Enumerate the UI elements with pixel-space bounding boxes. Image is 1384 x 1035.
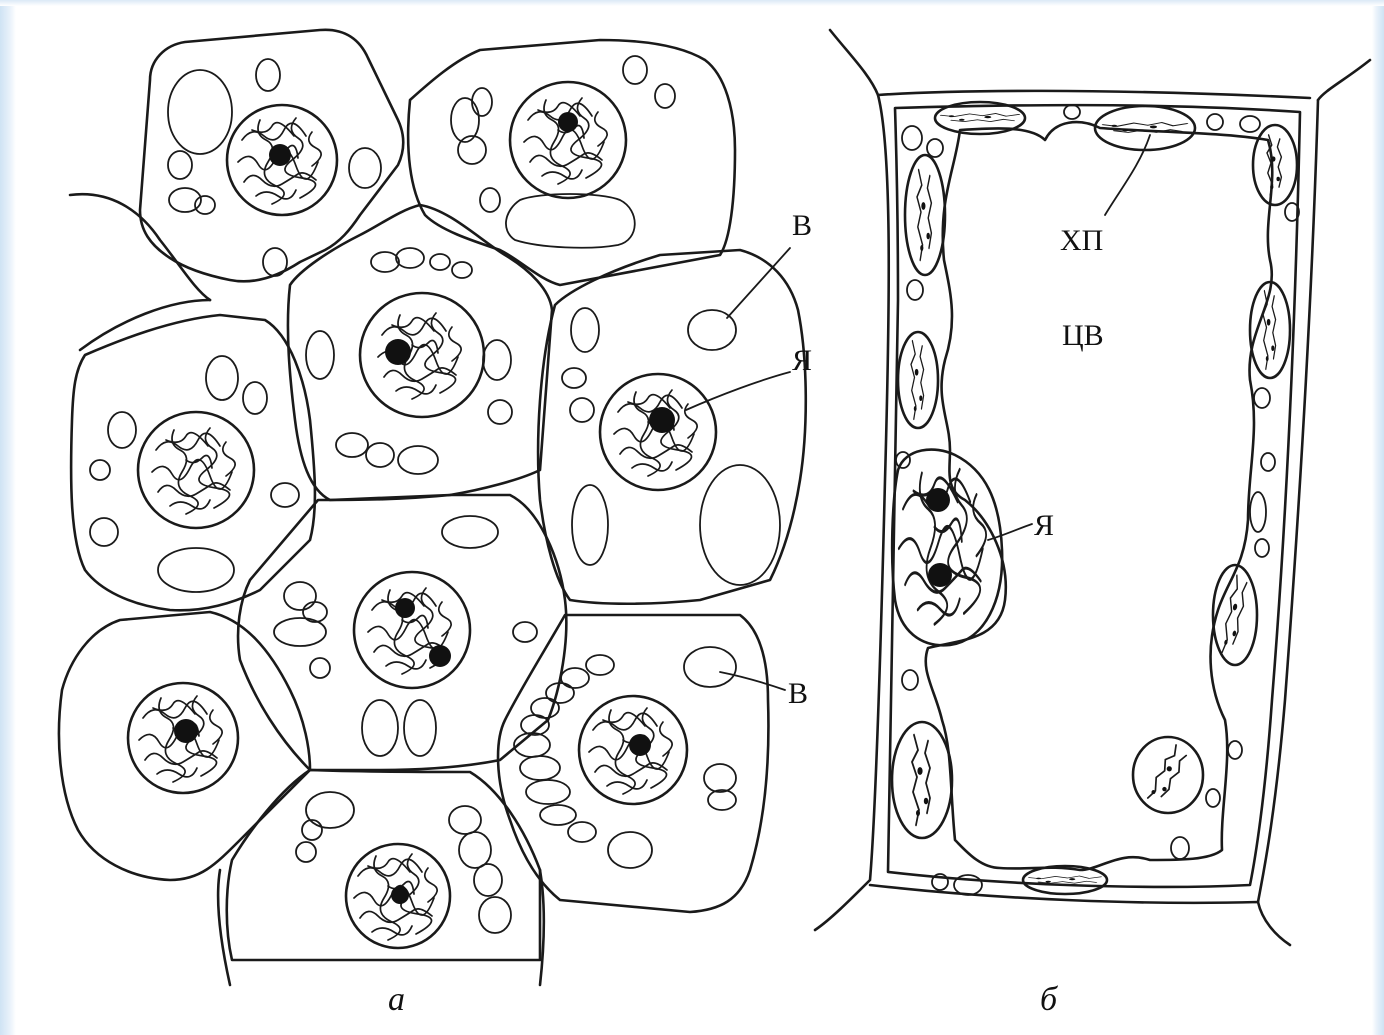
label-nucleus-a: Я [792, 344, 812, 377]
nucleus-9 [346, 844, 450, 948]
label-vacuole-bottom: В [788, 677, 808, 710]
panel-a-cells [59, 30, 806, 985]
nucleus-7 [128, 683, 238, 793]
label-chloroplast: ХП [1060, 224, 1103, 257]
nucleus-1 [227, 105, 337, 215]
nucleus-8 [579, 696, 687, 804]
chloroplast [905, 155, 945, 275]
chloroplast [1213, 565, 1257, 665]
label-nucleus-b: Я [1034, 509, 1054, 542]
panel-a-caption: а [388, 981, 405, 1018]
label-central-vacuole: ЦВ [1062, 319, 1104, 352]
nucleus-b [892, 450, 1002, 646]
chloroplast [898, 332, 938, 428]
chloroplast [892, 722, 952, 838]
vacuole-b-bottom [684, 647, 736, 687]
label-vacuole-top: В [792, 209, 812, 242]
nucleus-2 [510, 82, 626, 198]
nucleus-3 [360, 293, 484, 417]
nucleus-4 [600, 374, 716, 490]
chloroplast [1133, 737, 1203, 813]
chloroplast [1253, 125, 1297, 205]
nucleus-5 [138, 412, 254, 528]
vacuole [168, 70, 232, 154]
panel-b-cell [815, 30, 1370, 945]
panel-b-caption: б [1040, 981, 1059, 1018]
chloroplast [1023, 866, 1107, 894]
nucleus-6 [354, 572, 470, 688]
